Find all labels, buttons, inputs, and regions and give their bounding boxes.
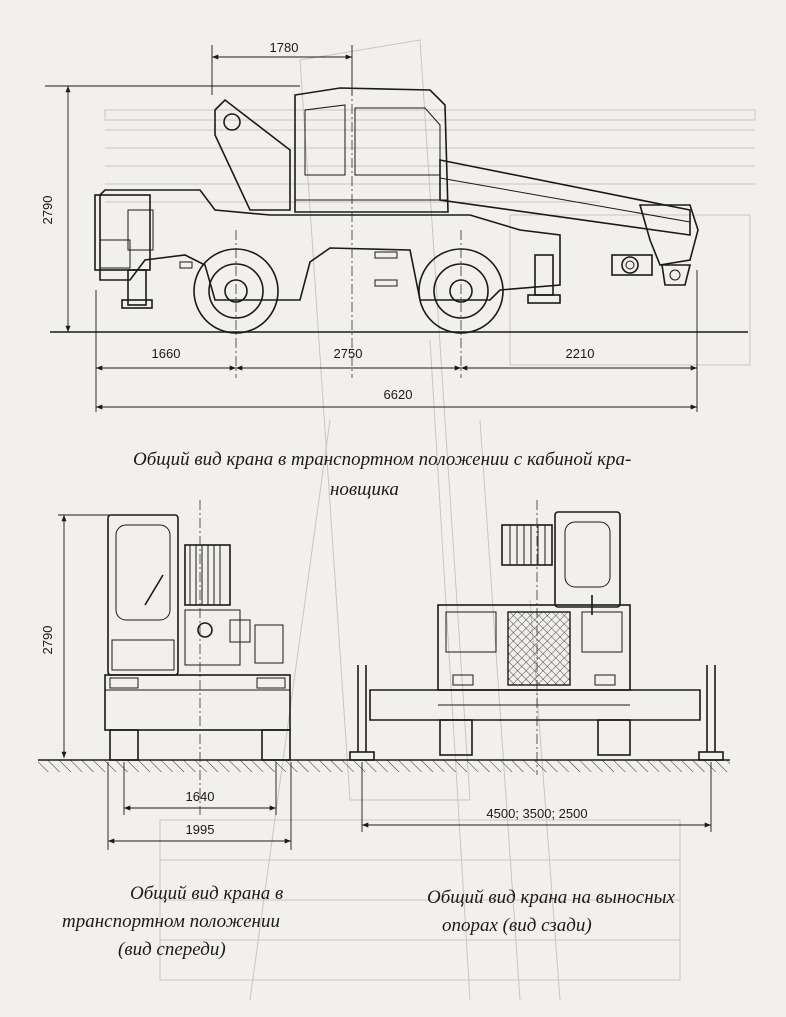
dim-outrigger-span: 4500; 3500; 2500: [486, 806, 587, 821]
caption-front-view-line2: транспортном положении: [62, 911, 280, 932]
caption-rear-view-line1: Общий вид крана на выносных: [427, 887, 675, 908]
dim-rear-overhang: 2210: [566, 346, 595, 361]
bleed-through-background: [104, 39, 756, 1001]
dim-front-width: 1995: [186, 822, 215, 837]
dim-top-1780: 1780: [270, 40, 299, 55]
dim-height-2790-side: 2790: [40, 196, 55, 225]
rear-view: 4500; 3500; 2500: [349, 500, 724, 832]
caption-side-view-line1: Общий вид крана в транспортном положении…: [133, 449, 632, 470]
caption-front-view-line1: Общий вид крана в: [130, 883, 284, 904]
dim-total-length: 6620: [384, 387, 413, 402]
caption-rear-view-line2: опорах (вид сзади): [442, 915, 592, 936]
side-view: 1780 2790 1660 2750 2210 6620: [40, 40, 748, 412]
caption-front-view-line3: (вид спереди): [118, 939, 226, 960]
dim-front-overhang: 1660: [152, 346, 181, 361]
dim-wheelbase: 2750: [334, 346, 363, 361]
dim-height-2790-front: 2790: [40, 626, 55, 655]
front-view: 2790 1640 1995: [38, 500, 730, 850]
dim-front-track: 1640: [186, 789, 215, 804]
caption-side-view-line2: новщика: [330, 479, 399, 500]
